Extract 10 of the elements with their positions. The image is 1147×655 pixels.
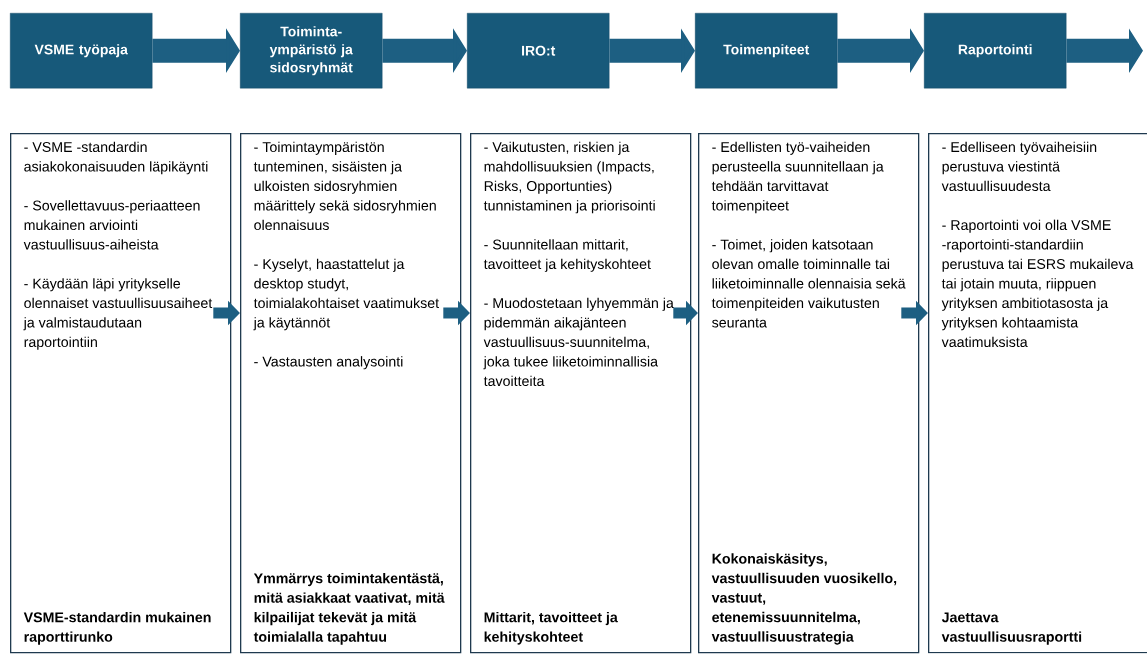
description-box: - Toimintaympäristön tunteminen, sisäisten ja ulkoisten sidosryhmien määrittely sekä sidosryhmien olennaisuus - Kyselyt, haastattelut ja desktop studyt, toimialakohtaiset vaatimukset ja käytännöt - Vastausten analysointi Ymmärrys toimintakentästä, mitä asiakkaat vaativat, mitä kilpailijat tekevät ja mitä toimialalla tapahtuu [240, 133, 462, 654]
step-box: Toiminta-ympäristö ja sidosryhmät [240, 13, 383, 89]
step-box: Toimenpiteet [695, 13, 838, 89]
step-box: Raportointi [924, 13, 1067, 89]
step-box: IRO:t [467, 13, 610, 89]
description-box: - Edelliseen työvaiheisiin perustuva viestintä vastuullisuudesta - Raportointi voi olla VSME -raportointi-standardiin perustuva tai ESRS mukaileva tai jotain muuta, riippuen yrityksen ambitiotasosta ja yrityksen kohtaamista vaatimuksista Jaettava vastuullisuusraportti [928, 133, 1147, 654]
description-box: - Vaikutusten, riskien ja mahdollisuuksien (Impacts, Risks, Opportunties) tunnistaminen ja priorisointi - Suunnitellaan mittarit, tavoitteet ja kehityskohteet - Muodostetaan lyhyemmän ja pidemmän aikajänteen vastuullisuus-suunnitelma, joka tukee liiketoiminnallisia tavoitteita Mittarit, tavoitteet ja kehityskohteet [470, 133, 692, 654]
step-box: VSME työpaja [10, 13, 153, 89]
description-box: - Edellisten työ-vaiheiden perusteella suunnitellaan ja tehdään tarvittavat toimenpiteet - Toimet, joiden katsotaan olevan omalle toiminnalle tai liiketoiminnalle olennaisia sekä toimenpiteiden vaikutusten seuranta Kokonaiskäsitys, vastuullisuuden vuosikello, vastuut, etenemissuunnitelma, vastuullisuustrategia [698, 133, 920, 654]
description-box: - VSME -standardin asiakokonaisuuden läpikäynti - Sovellettavuus-periaatteen mukainen arviointi vastuullisuus-aiheista - Käydään läpi yritykselle olennaiset vastuullisuusaiheet ja valmistaudutaan raportointiin VSME-standardin mukainen raporttirunko [10, 133, 232, 654]
